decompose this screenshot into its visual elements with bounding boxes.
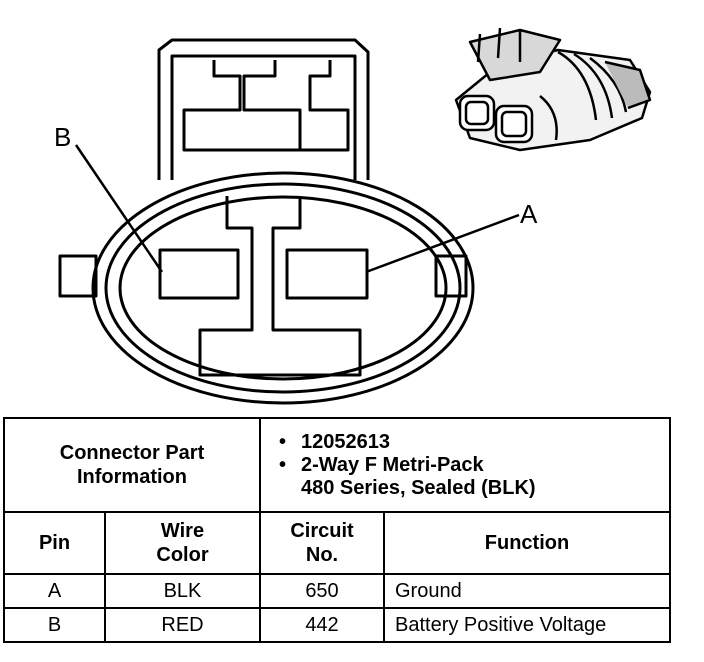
header-circuit: Circuit No. (259, 511, 385, 575)
pin-cavity-a (285, 248, 369, 300)
header-circuit-line2: No. (305, 544, 339, 566)
part-number: 12052613 (279, 430, 669, 454)
connector-latch-housing (157, 38, 370, 180)
header-wire-color-line1: Wire (160, 520, 205, 542)
cell-circuit: 442 (259, 607, 385, 643)
connector-face-diagram (58, 27, 652, 405)
connector-3d-illustration (454, 27, 652, 152)
part-info-label-line2: Information (77, 466, 187, 488)
connector-oval-body (91, 171, 475, 405)
side-tab-left (58, 254, 98, 298)
cell-circuit: 650 (259, 573, 385, 609)
header-pin: Pin (3, 511, 106, 575)
cell-wire-color: RED (104, 607, 261, 643)
callout-pin-a: A (520, 199, 538, 229)
center-divider (198, 196, 362, 377)
part-info-label-cell: Connector Part Information (3, 417, 261, 513)
cell-pin: A (3, 573, 106, 609)
cell-function: Battery Positive Voltage (383, 607, 671, 643)
part-info-values-cell: 12052613 2-Way F Metri-Pack 480 Series, … (259, 417, 671, 513)
header-wire-color-line2: Color (156, 544, 209, 566)
part-info-label-line1: Connector Part (59, 442, 205, 464)
leader-line-a (365, 213, 520, 274)
connector-info-table: Connector Part Information 12052613 2-Wa… (3, 417, 671, 643)
part-info-row: Connector Part Information 12052613 2-Wa… (3, 417, 671, 513)
table-row: B RED 442 Battery Positive Voltage (3, 607, 671, 643)
header-circuit-line1: Circuit (290, 520, 354, 542)
leader-line-b (74, 144, 164, 273)
callout-pin-b: B (54, 122, 72, 152)
part-description-line2: 480 Series, Sealed (BLK) (301, 476, 536, 499)
table-row: A BLK 650 Ground (3, 573, 671, 609)
header-function: Function (383, 511, 671, 575)
header-wire-color: Wire Color (104, 511, 261, 575)
side-tab-right (434, 254, 468, 298)
cell-function: Ground (383, 573, 671, 609)
cell-wire-color: BLK (104, 573, 261, 609)
part-info-list: 12052613 2-Way F Metri-Pack 480 Series, … (261, 425, 669, 506)
part-description: 2-Way F Metri-Pack 480 Series, Sealed (B… (279, 453, 669, 500)
column-header-row: Pin Wire Color Circuit No. Function (3, 511, 671, 575)
pin-cavity-b (158, 248, 240, 300)
cell-pin: B (3, 607, 106, 643)
part-number-text: 12052613 (301, 430, 390, 453)
part-description-line1: 2-Way F Metri-Pack (301, 453, 484, 476)
